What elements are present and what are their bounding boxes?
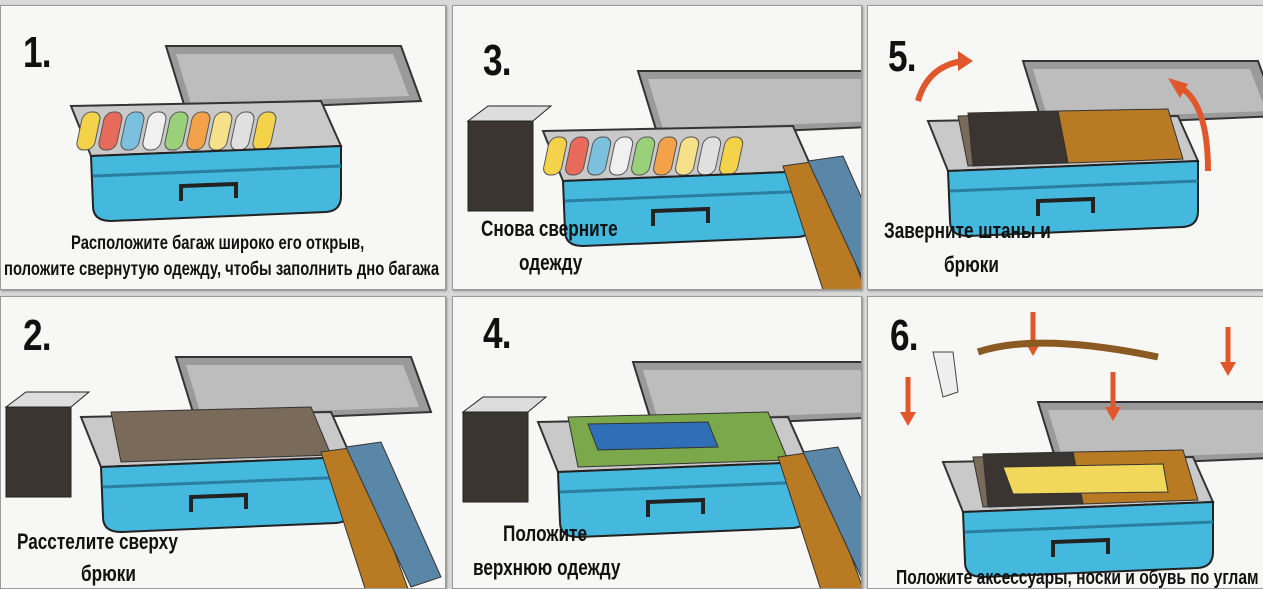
suitcase-handle	[1051, 537, 1110, 557]
step-number: 3.	[483, 36, 512, 85]
suitcase-lid	[164, 45, 423, 113]
step-caption-line: Положите аксессуары, носки и обувь по уг…	[896, 567, 1259, 589]
step-4-panel: 4. Положите верхнюю одежду	[452, 296, 862, 589]
belt	[976, 339, 1159, 361]
step-2-panel: 2. Расстелите сверху брюки	[0, 296, 446, 589]
storage-box	[461, 396, 548, 503]
suitcase-illustration	[4, 356, 442, 588]
scarf	[1002, 463, 1169, 495]
storage-box	[466, 105, 553, 212]
suitcase-illustration	[461, 361, 861, 588]
arrow-icon	[1025, 312, 1041, 356]
suitcase-illustration	[915, 51, 1263, 238]
step-caption-line: брюки	[81, 561, 136, 586]
step-caption-line: Расположите багаж широко его открыв,	[71, 233, 365, 254]
suitcase-handle	[189, 492, 248, 512]
rolled-clothes	[675, 136, 700, 176]
rolled-clothes	[142, 111, 167, 151]
step-caption-line: Заверните штаны и	[884, 218, 1051, 243]
step-1-panel: 1. Расположите багаж широко его открыв, …	[0, 5, 446, 290]
pants	[320, 446, 409, 588]
rolled-clothes	[631, 136, 656, 176]
wrapped-pants	[1057, 108, 1184, 164]
step-caption-line: положите свернутую одежду, чтобы заполни…	[4, 259, 440, 280]
step-5-panel: 5. Заверните штаны и брюки	[867, 5, 1263, 290]
storage-box	[4, 391, 91, 498]
step-number: 4.	[483, 309, 512, 358]
suitcase-illustration	[900, 312, 1263, 579]
suitcase-lid	[1036, 401, 1263, 469]
step-number: 2.	[23, 311, 52, 360]
rolled-clothes	[565, 136, 590, 176]
jacket	[587, 421, 719, 451]
rolled-clothes	[164, 111, 189, 151]
step-number: 5.	[888, 32, 917, 81]
arrow-icon	[1105, 372, 1121, 421]
step-3-panel: 3. Снова сверните одежду	[452, 5, 862, 290]
rolled-clothes	[76, 111, 101, 151]
rolled-clothes	[186, 111, 211, 151]
step-number: 1.	[23, 28, 52, 77]
step-6-panel: 6. Положите аксессуары, носки и обувь по…	[867, 296, 1263, 589]
arrow-icon	[1220, 327, 1236, 376]
suitcase-lid	[1021, 60, 1263, 128]
suitcase-lid	[631, 361, 861, 429]
rolled-clothes	[543, 136, 568, 176]
folded-clothes	[110, 406, 332, 463]
socks	[932, 351, 959, 398]
pants	[777, 451, 861, 588]
suitcase-lid	[174, 356, 433, 424]
suitcase-handle	[1036, 196, 1095, 216]
rolled-clothes	[120, 111, 145, 151]
rolled-clothes	[587, 136, 612, 176]
rolled-clothes	[98, 111, 123, 151]
suitcase-handle	[179, 181, 238, 201]
rolled-clothes	[653, 136, 678, 176]
pants	[782, 160, 861, 289]
arrow-icon	[900, 377, 916, 426]
suitcase-lid	[636, 70, 861, 138]
step-caption-line: одежду	[519, 250, 583, 275]
suitcase-handle	[651, 206, 710, 226]
suitcase-handle	[646, 497, 705, 517]
arrow-icon	[915, 58, 964, 102]
suitcase-illustration	[69, 45, 423, 223]
step-number: 6.	[890, 311, 919, 360]
step-caption-line: верхнюю одежду	[473, 555, 621, 580]
step-caption-line: брюки	[944, 252, 999, 277]
step-caption-line: Положите	[503, 521, 587, 546]
rolled-clothes	[609, 136, 634, 176]
step-caption-line: Расстелите сверху	[17, 529, 178, 554]
step-caption-line: Снова сверните	[481, 216, 618, 241]
suitcase-illustration	[466, 70, 861, 289]
